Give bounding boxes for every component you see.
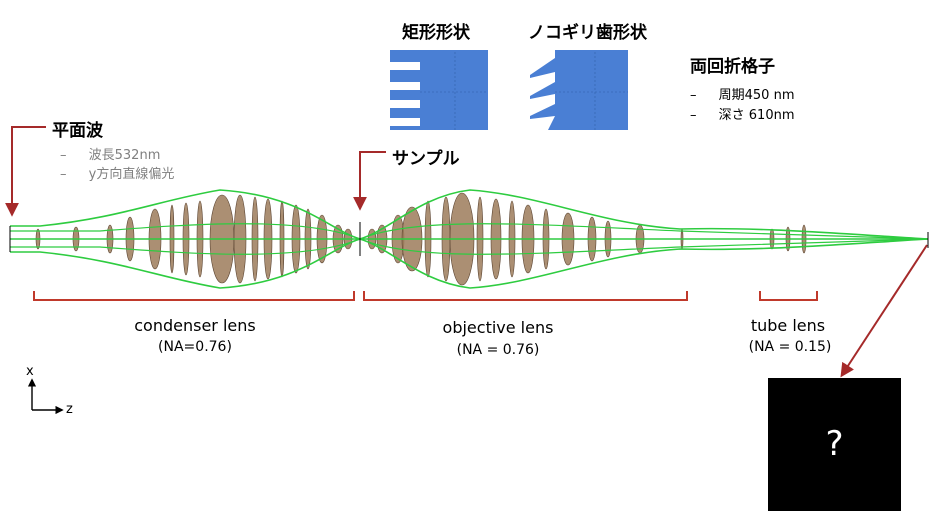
condenser-lens-label: condenser lens xyxy=(134,316,256,335)
bullet-dash: – xyxy=(60,167,67,182)
rect-shape-title: 矩形形状 xyxy=(402,23,470,43)
wavelength-value: 波長532nm xyxy=(88,148,161,163)
upper-marginal-ray xyxy=(10,189,929,240)
tube-na-label: (NA = 0.15) xyxy=(748,339,832,355)
grating-item-period: – 周期450 nm xyxy=(690,84,795,103)
plane-wave-arrow xyxy=(5,126,46,217)
question-mark: ? xyxy=(825,424,844,464)
bullet-dash: – xyxy=(60,148,67,163)
tube-bracket xyxy=(759,291,818,301)
sample-label: サンプル xyxy=(392,149,460,169)
bullet-dash: – xyxy=(690,108,697,123)
sample-arrow xyxy=(353,151,386,211)
tube-lens-label: tube lens xyxy=(750,316,826,335)
grating-item-depth: – 深さ 610nm xyxy=(690,104,795,123)
plane-wave-item-polarization: – y方向直線偏光 xyxy=(60,163,174,182)
objective-lens-label: objective lens xyxy=(442,318,554,337)
plane-wave-item-wavelength: – 波長532nm xyxy=(60,144,160,163)
z-axis-label: z xyxy=(66,402,73,417)
grating-title: 両回折格子 xyxy=(690,57,775,77)
polarization-value: y方向直線偏光 xyxy=(88,167,175,182)
objective-na-label: (NA = 0.76) xyxy=(456,342,540,358)
x-axis-label: x xyxy=(26,364,34,379)
bullet-dash: – xyxy=(690,88,697,103)
grating-depth-value: 深さ 610nm xyxy=(718,108,795,123)
result-image-box: ? xyxy=(768,378,901,511)
lower-marginal-ray xyxy=(10,238,929,289)
saw-shape-title: ノコギリ歯形状 xyxy=(528,23,647,43)
rect-grating-shape xyxy=(390,50,488,130)
condenser-bracket xyxy=(33,291,355,301)
grating-period-value: 周期450 nm xyxy=(718,88,795,103)
detector-arrow xyxy=(840,244,928,378)
condenser-na-label: (NA=0.76) xyxy=(158,339,232,355)
saw-grating-shape xyxy=(530,50,628,130)
objective-bracket xyxy=(363,291,688,301)
plane-wave-title: 平面波 xyxy=(52,121,103,141)
